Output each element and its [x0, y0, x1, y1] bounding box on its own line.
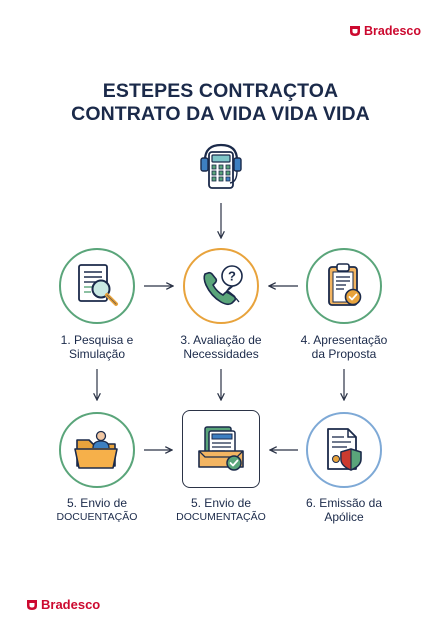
- phone-question-icon: ?: [203, 265, 243, 306]
- step-4-circle: [306, 248, 382, 324]
- step-5a-label: 5. Envio de DOCUENTAÇÃO: [56, 496, 138, 523]
- bradesco-logo-icon: [27, 599, 37, 610]
- step-4-label: 4. Apresentação da Proposta: [300, 333, 388, 361]
- step-6-label: 6. Emissão da Apólice: [305, 496, 383, 524]
- title-line-2: CONTRATO DA VIDA VIDA VIDA: [71, 103, 370, 125]
- step-5b-label: 5. Envio de DOCUMENTAÇÃO: [176, 496, 266, 523]
- step-5b-node: [182, 410, 260, 488]
- brand-name: Bradesco: [364, 24, 421, 38]
- brand-logo-bottom: Bradesco: [26, 597, 100, 612]
- step-1-node: [59, 248, 135, 324]
- svg-text:?: ?: [228, 269, 236, 284]
- step-5b-square: [182, 410, 260, 488]
- clipboard-check-icon: [328, 263, 362, 306]
- step-1-label: 1. Pesquisa e Simulação: [60, 333, 134, 361]
- brand-logo-top: Bradesco: [349, 24, 421, 38]
- calculator-headset-icon: [196, 140, 246, 192]
- step-6-node: [306, 412, 382, 488]
- document-shield-icon: [327, 428, 362, 471]
- page-title: ESTEPES CONTRAÇTOA CONTRATO DA VIDA VIDA…: [0, 80, 441, 126]
- step-4-node: [306, 248, 382, 324]
- step-6-circle: [306, 412, 382, 488]
- brand-name: Bradesco: [41, 597, 101, 612]
- step-3-node: ?: [183, 248, 259, 324]
- step-1-circle: [59, 248, 135, 324]
- document-magnifier-icon: [78, 264, 118, 306]
- step-5a-circle: [59, 412, 135, 488]
- step-3-label: 3. Avaliação de Necessidades: [180, 333, 262, 361]
- step-3-circle: ?: [183, 248, 259, 324]
- bradesco-logo-icon: [350, 26, 361, 36]
- documents-tray-icon: [198, 426, 244, 471]
- step-5a-node: [59, 412, 135, 488]
- person-folder-icon: [74, 430, 118, 469]
- title-line-1: ESTEPES CONTRAÇTOA: [102, 80, 339, 102]
